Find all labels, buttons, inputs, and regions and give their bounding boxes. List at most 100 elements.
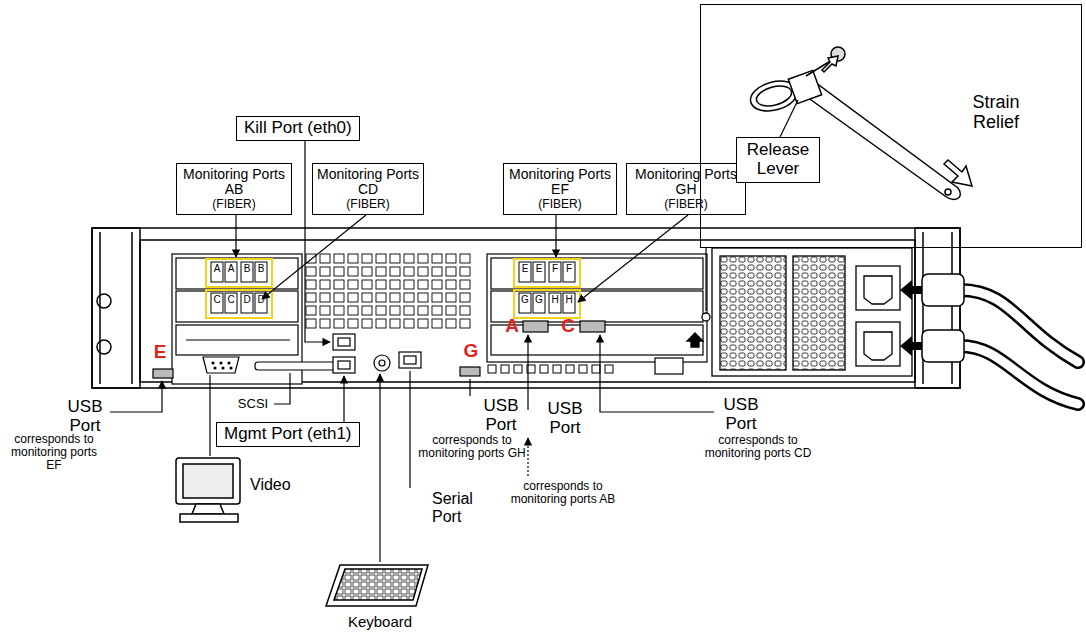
rear-connectors-part	[404, 356, 416, 364]
port-letter: D	[241, 294, 253, 305]
vent-grid-part	[334, 319, 344, 328]
rear-connectors-part	[228, 362, 230, 364]
callout-box: Monitoring Ports CD(FIBER)	[312, 163, 424, 215]
vent-grid-part	[418, 306, 428, 315]
leader-lines-part	[578, 215, 688, 302]
fiber-port-boxes	[211, 262, 575, 313]
callout-text: Monitoring Ports GH	[631, 167, 741, 198]
leader-lines-part	[235, 215, 236, 257]
callout-text: Kill Port (eth0)	[244, 119, 352, 138]
indicator-row	[488, 365, 613, 373]
callout-text: Strain Relief	[951, 93, 1041, 133]
power-supply-part	[687, 333, 703, 347]
vent-grid-part	[404, 267, 414, 276]
vent-grid-part	[306, 306, 316, 315]
chassis-part	[97, 340, 111, 354]
vent-grid-part	[390, 267, 400, 276]
part-label: SCSI	[234, 397, 272, 411]
power-supply-part	[856, 266, 900, 310]
chassis-part	[92, 228, 140, 388]
fiber-port-boxes-part	[519, 262, 531, 282]
usb-letter: E	[150, 342, 170, 363]
fiber-port-boxes-part	[563, 262, 575, 282]
vent-grid-part	[390, 280, 400, 289]
right-card-cage-part	[514, 290, 580, 318]
vent-grid-part	[306, 280, 316, 289]
port-letter: A	[211, 263, 223, 274]
vent-grid-part	[418, 319, 428, 328]
fiber-port-boxes-part	[519, 293, 531, 313]
indicator-row-part	[540, 365, 548, 373]
rear-connectors-part	[222, 367, 224, 369]
rear-connectors-part	[338, 361, 350, 369]
power-cords-part	[900, 336, 922, 356]
leader-lines-part	[409, 371, 410, 488]
vent-grid-part	[320, 254, 330, 263]
port-letter: F	[549, 263, 561, 274]
vent-grid-part	[418, 280, 428, 289]
indicator-row-part	[501, 365, 509, 373]
monitor-drawing	[176, 458, 240, 522]
vent-grid-part	[306, 267, 316, 276]
rear-connectors-part	[379, 360, 385, 366]
vent-grid-part	[348, 293, 358, 302]
power-supply-part	[856, 322, 900, 366]
fiber-port-boxes-part	[549, 293, 561, 313]
strain-relief-drawing-part	[822, 56, 838, 72]
part-label: corresponds to monitoring ports CD	[700, 434, 816, 460]
vent-grid-part	[362, 293, 372, 302]
right-card-cage-part	[487, 254, 707, 362]
usb-letter: C	[559, 316, 577, 337]
vent-grid-part	[446, 293, 456, 302]
chassis-part	[922, 232, 924, 384]
fiber-port-boxes-part	[241, 293, 253, 313]
vent-grid-part	[404, 306, 414, 315]
inset-panel: Strain ReliefRelease Lever	[700, 4, 1082, 248]
fiber-port-boxes-part	[549, 262, 561, 282]
keyboard-drawing-part	[334, 569, 422, 600]
vent-grid-part	[446, 254, 456, 263]
vent-grid-part	[320, 306, 330, 315]
rear-connectors-part	[460, 367, 480, 376]
power-supply-part	[864, 332, 892, 360]
vent-grid-part	[460, 319, 470, 328]
right-card-cage	[487, 254, 707, 362]
fiber-port-boxes-part	[533, 293, 545, 313]
leader-lines-part	[209, 375, 210, 456]
right-card-cage-part	[580, 321, 605, 332]
callout-text: Monitoring Ports CD	[317, 167, 419, 198]
vent-grid-part	[362, 280, 372, 289]
indicator-row-part	[592, 365, 600, 373]
part-label: USB Port	[540, 400, 590, 437]
vent-grid-part	[348, 254, 358, 263]
vent-grid-part	[334, 293, 344, 302]
rear-connectors-part	[212, 362, 214, 364]
leader-lines-part	[527, 438, 528, 476]
port-letter: E	[533, 263, 545, 274]
vent-grid-part	[390, 254, 400, 263]
power-cords-part	[960, 346, 1078, 404]
port-letter: H	[549, 294, 561, 305]
vent-grid-part	[390, 319, 400, 328]
monitor-drawing-part	[183, 464, 233, 498]
port-letter: E	[519, 263, 531, 274]
vent-grid-part	[376, 280, 386, 289]
port-letter: C	[225, 294, 237, 305]
vent-grid-part	[432, 306, 442, 315]
vent-grid-part	[390, 293, 400, 302]
rear-connectors-part	[333, 334, 355, 350]
vent-grid-part	[460, 280, 470, 289]
vent-grid-part	[404, 293, 414, 302]
callout-text: Release Lever	[741, 141, 815, 178]
vent-grid-part	[390, 306, 400, 315]
callout-box: Kill Port (eth0)	[236, 116, 360, 141]
vent-grid-part	[446, 267, 456, 276]
leader-lines-part	[379, 374, 380, 562]
vent-grid-part	[376, 267, 386, 276]
rear-connectors-part	[220, 362, 222, 364]
power-supply-part	[712, 248, 912, 376]
vent-grid-part	[348, 319, 358, 328]
keyboard-drawing	[326, 565, 428, 606]
power-cords-part	[922, 330, 964, 362]
leader-lines-part	[705, 248, 706, 311]
